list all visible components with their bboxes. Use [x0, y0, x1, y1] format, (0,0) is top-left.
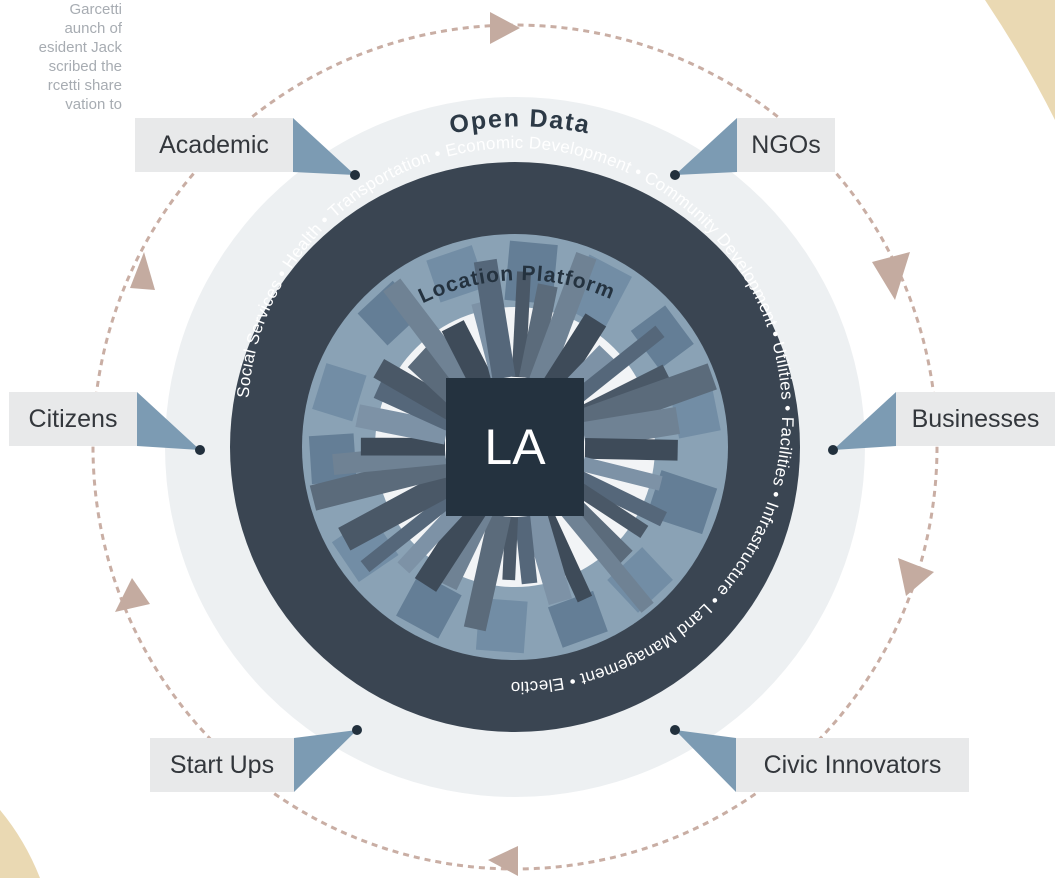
citizens-dot [195, 445, 205, 455]
stakeholder-ngos: NGOs [737, 118, 835, 172]
stakeholder-start-ups-label: Start Ups [169, 751, 275, 779]
cycle-arrow-icon [130, 252, 155, 290]
skyline-tower [414, 498, 488, 592]
skyline-tower [542, 313, 607, 395]
skyline-tower [373, 358, 460, 422]
skyline-tower [529, 252, 597, 386]
civic-innovators-pointer [675, 730, 736, 792]
background-text-line: Garcetti [69, 1, 122, 18]
platform-segment [426, 245, 486, 303]
citizens-pointer [137, 392, 200, 450]
skyline-tower [463, 512, 511, 632]
platform-segment [562, 254, 632, 329]
skyline-tower [553, 495, 654, 613]
background-text-line: vation to [65, 96, 122, 113]
background-text-line: aunch of [64, 20, 122, 37]
ngos-pointer [675, 118, 737, 175]
skyline-tower [574, 470, 667, 527]
start-ups-pointer [294, 730, 357, 792]
city-skyline [308, 240, 721, 654]
ngos-dot [670, 170, 680, 180]
la-center-label: LA [484, 419, 546, 475]
skyline-tower [355, 404, 449, 445]
stakeholder-ngos-label: NGOs [751, 131, 821, 159]
background-text-fragment: Garcetti aunch of esident Jack scribed t… [0, 0, 122, 114]
stakeholder-businesses-label: Businesses [911, 405, 1040, 433]
pointer-dots [195, 170, 838, 735]
businesses-dot [828, 445, 838, 455]
accent-arc-top-right [985, 0, 1055, 120]
la-center-tile: LA [446, 378, 584, 516]
skyline-tower [519, 283, 558, 381]
stakeholder-citizens: Citizens [9, 392, 137, 446]
skyline-tower [565, 325, 665, 410]
platform-segment [312, 363, 367, 422]
platform-segment [547, 590, 608, 648]
skyline-tower [383, 278, 482, 398]
stakeholder-citizens-label: Citizens [28, 405, 118, 433]
background-text-line: scribed the [48, 58, 122, 75]
skyline-tower [569, 479, 649, 538]
background-text-line: rcetti share [47, 77, 122, 94]
cycle-arrow-icon [488, 846, 518, 876]
stakeholder-civic-innovators: Civic Innovators [736, 738, 969, 792]
cycle-arrow-icon [872, 252, 910, 300]
background-text-line: esident Jack [38, 39, 122, 56]
stakeholder-businesses: Businesses [896, 392, 1055, 446]
skyline-tower [473, 258, 516, 380]
platform-segment [396, 572, 462, 639]
skyline-tower [523, 510, 573, 606]
skyline-tower [514, 515, 538, 585]
start-ups-dot [352, 725, 362, 735]
stakeholder-start-ups: Start Ups [150, 738, 294, 792]
academic-dot [350, 170, 360, 180]
skyline-tower [439, 505, 494, 591]
stakeholder-academic-label: Academic [159, 131, 269, 159]
skyline-tower [581, 456, 663, 491]
skyline-tower [338, 468, 460, 551]
civic-innovators-dot [670, 725, 680, 735]
businesses-pointer [833, 392, 896, 450]
cycle-arrows [115, 12, 934, 876]
cycle-arrow-icon [898, 558, 934, 596]
skyline-tower [584, 437, 678, 461]
accent-arc-bottom-left [0, 810, 40, 878]
stakeholder-academic: Academic [135, 118, 293, 172]
stakeholder-civic-innovators-label: Civic Innovators [763, 751, 942, 779]
platform-segment [607, 547, 673, 613]
skyline-tower [360, 437, 446, 456]
platform-segment [646, 470, 718, 535]
academic-pointer [293, 118, 355, 175]
cycle-arrow-icon [115, 578, 150, 612]
skyline-tower [441, 320, 495, 391]
skyline-tower [360, 485, 465, 573]
stakeholder-pointers [137, 118, 896, 792]
cycle-arrow-icon [490, 12, 520, 44]
